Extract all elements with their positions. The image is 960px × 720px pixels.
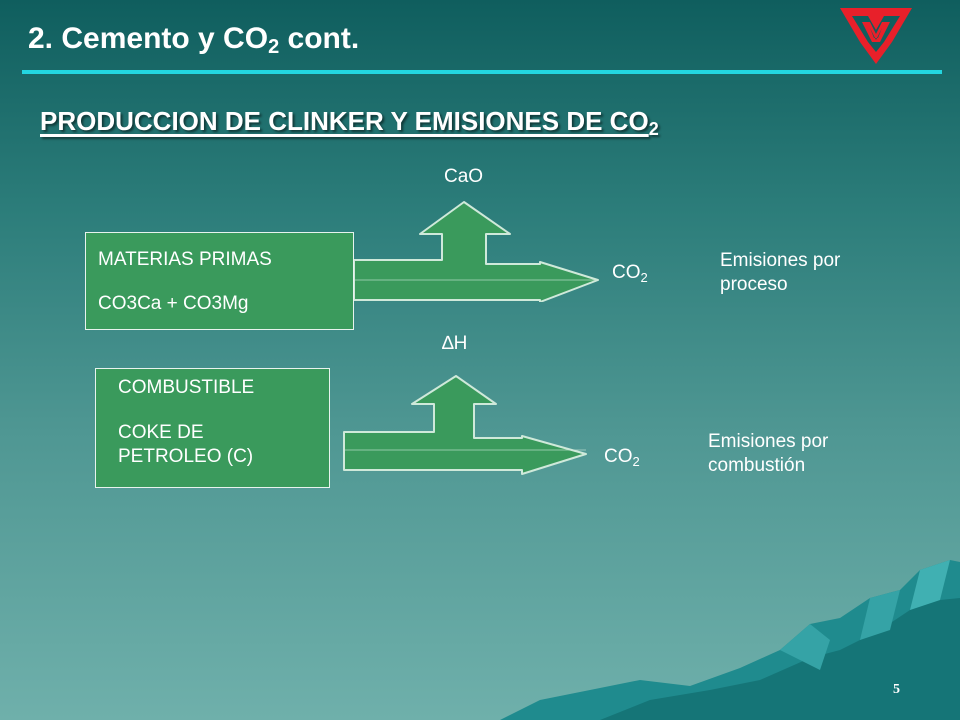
page-number: 5 [893, 682, 900, 697]
fuel-type: COKE DE PETROLEO (C) [118, 422, 254, 467]
slide-title: 2. Cemento y CO2 cont. [28, 22, 360, 58]
process-arrow [353, 201, 599, 302]
raw-materials-label: MATERIAS PRIMAS [98, 249, 272, 270]
cao-label: CaO [444, 166, 484, 187]
slide-subtitle: PRODUCCION DE CLINKER Y EMISIONES DE CO2 [40, 106, 659, 139]
fuel-label: COMBUSTIBLE [118, 377, 255, 398]
process-emissions-note: Emisiones por proceso [720, 250, 841, 295]
delta-symbol: ∆ [442, 333, 454, 354]
combustion-co2-label: CO2 [604, 446, 640, 469]
mountains-decoration [500, 560, 960, 720]
raw-materials-box: MATERIAS PRIMAS CO3Ca + CO3Mg [85, 232, 354, 330]
process-co2-label: CO2 [612, 262, 648, 285]
enthalpy-label: ∆H [442, 333, 468, 354]
title-rule [22, 70, 942, 74]
triple-v-logo-icon [840, 8, 912, 64]
combustion-emissions-note: Emisiones por combustión [708, 431, 829, 476]
raw-materials-formula: CO3Ca + CO3Mg [98, 293, 249, 314]
fuel-box: COMBUSTIBLE COKE DE PETROLEO (C) [95, 368, 330, 488]
combustion-arrow [343, 375, 587, 475]
